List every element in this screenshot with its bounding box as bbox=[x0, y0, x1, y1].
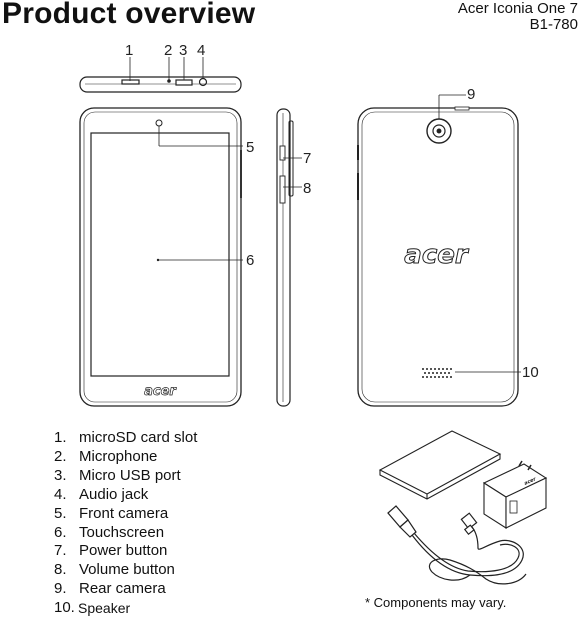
callout-5: 5 bbox=[246, 139, 254, 156]
audio-jack-shape bbox=[198, 77, 208, 87]
component-item: 1. microSD card slot bbox=[54, 429, 197, 448]
component-label: Volume button bbox=[79, 561, 175, 579]
component-item: 10. Speaker bbox=[54, 599, 197, 618]
usb-port-shape bbox=[175, 79, 193, 86]
side-view bbox=[276, 108, 294, 407]
component-number: 9. bbox=[54, 580, 67, 598]
component-item: 4. Audio jack bbox=[54, 486, 197, 505]
component-number: 2. bbox=[54, 447, 67, 465]
callout-6: 6 bbox=[246, 252, 254, 269]
callout-3: 3 bbox=[179, 42, 187, 59]
component-item: 8. Volume button bbox=[54, 561, 197, 580]
component-number: 7. bbox=[54, 542, 67, 560]
callout-9: 9 bbox=[467, 86, 475, 103]
component-label: Speaker bbox=[78, 600, 131, 617]
front-acer-logo: acer bbox=[144, 384, 177, 399]
callout-8: 8 bbox=[303, 180, 311, 197]
front-camera-lens bbox=[155, 119, 163, 127]
rear-acer-logo: acer bbox=[404, 240, 470, 270]
volume-button-shape bbox=[279, 175, 286, 204]
components-note: * Components may vary. bbox=[365, 595, 507, 610]
callout-7: 7 bbox=[303, 150, 311, 167]
component-number: 4. bbox=[54, 485, 67, 503]
speaker-grille bbox=[422, 368, 452, 378]
component-item: 6. Touchscreen bbox=[54, 524, 197, 543]
manual-booklet bbox=[378, 430, 502, 500]
model-info: Acer Iconia One 7 B1-780 bbox=[458, 1, 578, 33]
top-leaders bbox=[129, 57, 204, 81]
model-number: B1-780 bbox=[529, 16, 578, 33]
component-number: 10. bbox=[54, 599, 75, 617]
mic-hole-shape bbox=[167, 79, 171, 83]
rear-view bbox=[357, 106, 519, 407]
callout-1: 1 bbox=[125, 42, 133, 59]
component-label: Micro USB port bbox=[79, 466, 181, 484]
component-number: 6. bbox=[54, 523, 67, 541]
component-label: Microphone bbox=[79, 447, 158, 465]
component-label: Power button bbox=[79, 542, 168, 560]
rear-camera-lens bbox=[432, 124, 446, 138]
sd-slot-shape bbox=[121, 79, 140, 85]
callout-2: 2 bbox=[164, 42, 172, 59]
component-list: 1. microSD card slot 2. Microphone 3. Mi… bbox=[54, 429, 197, 618]
component-number: 8. bbox=[54, 561, 67, 579]
usb-cable bbox=[387, 505, 527, 585]
component-item: 7. Power button bbox=[54, 542, 197, 561]
power-button-shape bbox=[279, 145, 286, 161]
charger bbox=[482, 460, 548, 530]
component-item: 5. Front camera bbox=[54, 505, 197, 524]
top-edge-view bbox=[79, 76, 242, 93]
component-item: 3. Micro USB port bbox=[54, 467, 197, 486]
component-label: Rear camera bbox=[79, 580, 166, 598]
component-label: Audio jack bbox=[79, 485, 149, 503]
component-item: 9. Rear camera bbox=[54, 580, 197, 599]
component-label: Touchscreen bbox=[79, 523, 165, 541]
component-number: 1. bbox=[54, 429, 67, 446]
callout-4: 4 bbox=[197, 42, 205, 59]
component-number: 3. bbox=[54, 466, 67, 484]
callout-10: 10 bbox=[522, 364, 539, 381]
component-label: Front camera bbox=[79, 504, 169, 522]
component-label: microSD card slot bbox=[79, 429, 198, 446]
model-name: Acer Iconia One 7 bbox=[457, 0, 578, 17]
component-item: 2. Microphone bbox=[54, 448, 197, 467]
component-number: 5. bbox=[54, 504, 67, 522]
charger-acer-logo: acer bbox=[523, 476, 537, 487]
page-title: Product overview bbox=[2, 0, 256, 30]
front-view bbox=[79, 107, 242, 407]
touchscreen-area bbox=[90, 132, 230, 377]
